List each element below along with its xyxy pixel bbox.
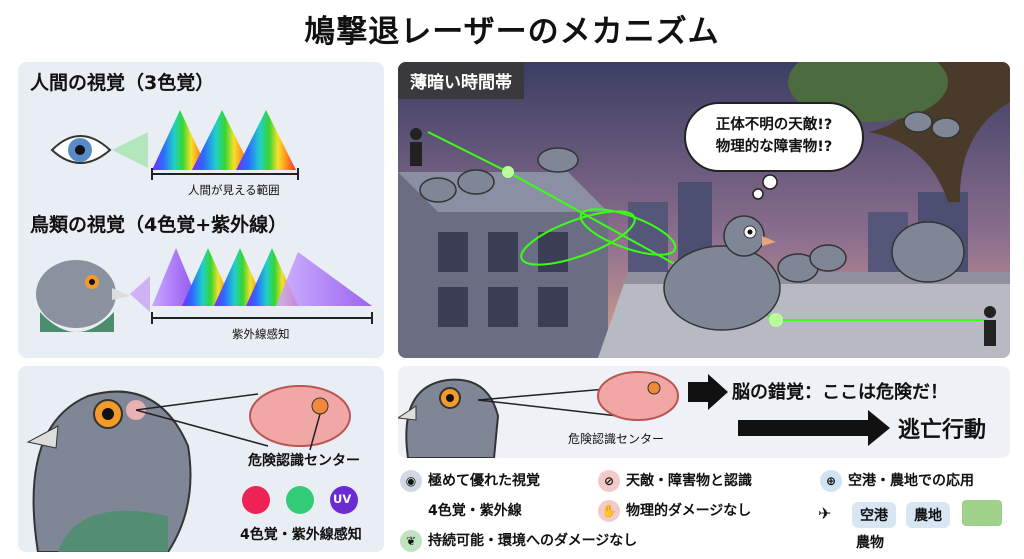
uv-icon xyxy=(330,486,358,514)
vision-illustration xyxy=(36,110,373,332)
human-spectrum xyxy=(151,110,299,180)
benefit-no-damage: ✋ 物理的ダメージなし xyxy=(598,500,751,522)
thought-line-1: 正体不明の天敵!? xyxy=(715,117,833,133)
uv-badge: UV xyxy=(333,492,352,506)
benefit-enemy-text: 天敵・障害物と認識 xyxy=(626,473,752,489)
eye-icon: ◉ xyxy=(400,470,422,492)
illusion-text: 脳の錯覚：ここは危険だ！ xyxy=(732,382,948,403)
scene-illustration xyxy=(398,62,1010,358)
human-vision-heading: 人間の視覚（3色覚） xyxy=(30,72,215,94)
farm-icon xyxy=(962,500,1002,526)
vision-comparison-panel: 人間の視覚（3色覚） xyxy=(18,62,384,358)
benefit-sustainable: ❦ 持続可能・環境へのダメージなし xyxy=(400,530,637,552)
pigeon-brain-panel: 危険認識センター UV 4色覚・紫外線感知 xyxy=(18,366,384,552)
brain-icon xyxy=(597,371,679,421)
arrow-icon xyxy=(688,374,728,410)
leaf-icon: ❦ xyxy=(400,530,422,552)
pigeon-brain-illustration xyxy=(26,385,358,552)
tag-airport: 空港 xyxy=(852,502,896,528)
startled-pigeon-head xyxy=(723,215,776,257)
benefit-no-damage-text: 物理的ダメージなし xyxy=(626,503,752,519)
thought-line-2: 物理的な障害物!? xyxy=(715,139,833,155)
mechanism-illustration xyxy=(398,371,890,458)
benefit-vision-sub: 4色覚・紫外線 xyxy=(428,503,522,519)
mech-center-label: 危険認識センター xyxy=(568,432,665,446)
pigeon-head-icon xyxy=(36,260,150,332)
pigeons xyxy=(419,111,965,331)
tag-farm: 農地 xyxy=(906,502,950,528)
human-eye-icon xyxy=(50,132,148,168)
color-wheel-icon-1 xyxy=(242,486,270,514)
bird-vision-heading: 鳥類の視覚（4色覚+紫外線） xyxy=(30,214,288,236)
time-of-day-tag: 薄暗い時間帯 xyxy=(398,62,524,99)
human-range-label: 人間が見える範囲 xyxy=(188,183,280,197)
benefit-application: ⊕ 空港・農地での応用 xyxy=(820,470,974,492)
four-color-uv-label: 4色覚・紫外線感知 xyxy=(240,527,362,543)
color-wheel-icon-2 xyxy=(286,486,314,514)
airplane-icon: ✈ xyxy=(818,504,832,523)
escape-arrow-icon xyxy=(738,410,890,446)
bird-spectrum xyxy=(151,248,373,324)
benefit-enemy: ⊘ 天敵・障害物と認識 xyxy=(598,470,752,492)
globe-icon: ⊕ xyxy=(820,470,842,492)
tag-crops: 農物 xyxy=(856,535,884,551)
benefit-vision: ◉ 極めて優れた視覚 xyxy=(400,470,540,492)
hand-stop-icon: ✋ xyxy=(598,500,620,522)
no-predator-icon: ⊘ xyxy=(598,470,620,492)
thought-bubble: 正体不明の天敵!? 物理的な障害物!? xyxy=(684,102,864,172)
benefit-vision-text: 極めて優れた視覚 xyxy=(428,473,540,489)
mechanism-panel: 危険認識センター 脳の錯覚：ここは危険だ！ 逃亡行動 xyxy=(398,366,1010,458)
laser-operator-icon xyxy=(410,128,996,346)
escape-action-text: 逃亡行動 xyxy=(898,418,987,443)
page-title: 鳩撃退レーザーのメカニズム xyxy=(304,14,720,50)
benefit-application-text: 空港・農地での応用 xyxy=(848,473,974,489)
uv-range-label: 紫外線感知 xyxy=(232,327,290,341)
dusk-scene-panel: 薄暗い時間帯 正体不明の天敵!? 物理的な障害物!? xyxy=(398,62,1010,358)
laser-dot-roof xyxy=(769,313,783,327)
danger-center-label: 危険認識センター xyxy=(248,453,360,469)
brain-icon xyxy=(249,385,351,447)
benefit-sustainable-text: 持続可能・環境へのダメージなし xyxy=(428,533,638,549)
laser-dot xyxy=(502,166,514,178)
